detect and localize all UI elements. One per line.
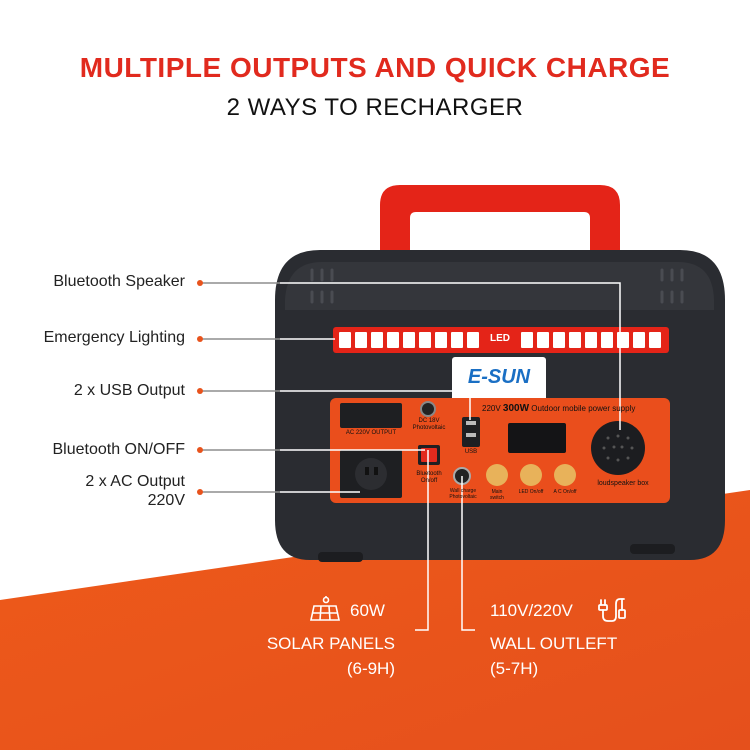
feature-usb-output: 2 x USB Output [73, 382, 185, 399]
solar-panel-icon [310, 596, 340, 621]
speaker-label: loudspeaker box [597, 480, 649, 487]
feature-dot [197, 388, 203, 394]
feature-ac-output: 2 x AC Output 220V [85, 472, 185, 510]
knob-label-main: Main switch [490, 489, 504, 501]
feature-ac-output-line1: 2 x AC Output [85, 473, 185, 490]
feature-dot [197, 280, 203, 286]
wall-wattage: 110V/220V [490, 601, 573, 620]
feature-emergency-lighting: Emergency Lighting [43, 329, 185, 346]
dc-label: DC 18V Photovoltaic [412, 418, 446, 431]
feature-dot [197, 336, 203, 342]
panel-title: 220V 300W Outdoor mobile power supply [482, 403, 662, 414]
brand-logo: E-SUN [467, 366, 531, 388]
usb-label: USB [464, 449, 478, 455]
solar-name: SOLAR PANELS [266, 634, 395, 653]
panel-title-suffix: Outdoor mobile power supply [531, 404, 636, 413]
panel-title-prefix: 220V [482, 404, 501, 413]
page-subtitle: 2 WAYS TO RECHARGER [226, 94, 524, 121]
solar-wattage: 60W [350, 601, 385, 620]
panel-title-power: 300W [502, 403, 530, 414]
bluetooth-switch-label: Bluetooth On/off [416, 471, 442, 484]
ac-output-label: AC 220V OUTPUT [345, 430, 397, 436]
feature-bluetooth-speaker: Bluetooth Speaker [53, 273, 185, 290]
charge-port-label: Wall charge Photovoltaic [449, 488, 477, 500]
feature-bluetooth-switch: Bluetooth ON/OFF [52, 441, 186, 458]
knob-label-led: LED On/off [518, 489, 544, 495]
wall-time: (5-7H) [490, 659, 539, 678]
wall-plug-icon [598, 598, 626, 622]
knob-label-ac: A C On/off [553, 489, 577, 495]
feature-ac-output-line2: 220V [147, 492, 185, 509]
solar-time: (6-9H) [346, 659, 395, 678]
wall-name: WALL OUTLEFT [490, 634, 618, 653]
led-label: LED [490, 333, 510, 344]
feature-dot [197, 489, 203, 495]
page-title: MULTIPLE OUTPUTS AND QUICK CHARGE [79, 52, 671, 83]
feature-dot [197, 447, 203, 453]
